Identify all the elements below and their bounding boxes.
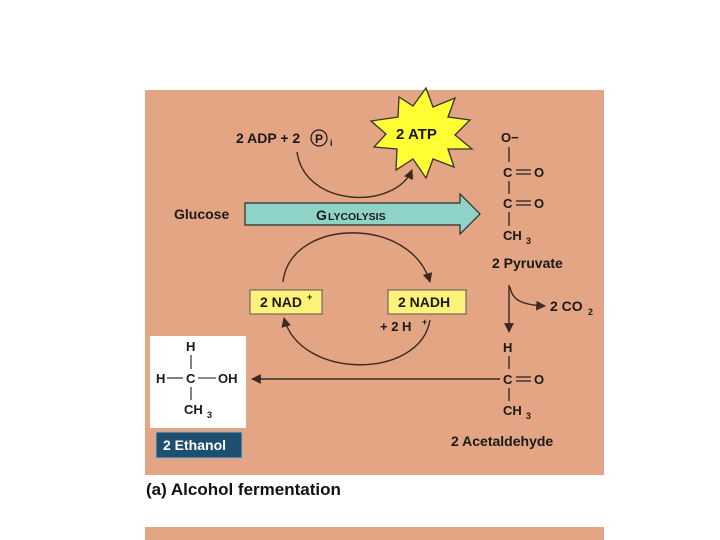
pyruvate-oxygen-1: O [534, 165, 544, 180]
pyruvate-carbon-1: C [503, 165, 513, 180]
nad-plus-superscript: + [307, 292, 312, 302]
acetaldehyde-methyl: CH [503, 403, 522, 418]
h-plus-label: + 2 H [380, 319, 411, 334]
acetaldehyde-methyl-subscript: 3 [526, 411, 531, 421]
ethanol-methyl: CH [184, 402, 203, 417]
acetaldehyde-label: 2 Acetaldehyde [451, 433, 553, 449]
acetaldehyde-hydrogen: H [503, 340, 512, 355]
nad-reduction-arrow [282, 232, 433, 283]
nad-plus-label: 2 NAD [260, 294, 302, 310]
ethanol-methyl-subscript: 3 [207, 410, 212, 420]
ethanol-label: 2 Ethanol [163, 437, 226, 453]
phosphate-circle [310, 129, 328, 147]
acetaldehyde-oxygen: O [534, 372, 544, 387]
nadh-oxidation-arrow [281, 317, 431, 366]
pyruvate-methyl: CH [503, 228, 522, 243]
atp-starburst [369, 86, 474, 180]
pyruvate-carbon-2: C [503, 196, 513, 211]
next-panel-strip [145, 527, 604, 540]
ethanol-structure-box [150, 336, 246, 428]
phosphate-symbol: P [315, 132, 323, 146]
phosphate-subscript: i [330, 138, 333, 148]
glycolysis-arrow [244, 192, 481, 236]
co2-subscript: 2 [588, 307, 593, 317]
nadh-label: 2 NADH [398, 294, 450, 310]
ethanol-hydrogen-top: H [186, 339, 195, 354]
co2-label: 2 CO [550, 298, 583, 314]
h-plus-superscript: + [422, 317, 427, 327]
glucose-label: Glucose [174, 206, 229, 222]
pyruvate-label: 2 Pyruvate [492, 255, 563, 271]
ethanol-label-box [155, 431, 243, 459]
co2-release-arrow [509, 286, 546, 311]
acetaldehyde-carbon: C [503, 372, 513, 387]
adp-label: 2 ADP + 2 [236, 130, 300, 146]
pyruvate-methyl-subscript: 3 [526, 236, 531, 246]
nadh-box [387, 289, 467, 315]
glycolysis-label-initial: G [316, 207, 327, 223]
glycolysis-label-rest: LYCOLYSIS [328, 211, 386, 223]
ethanol-hydroxyl: OH [218, 371, 238, 386]
figure-caption: (a) Alcohol fermentation [146, 480, 341, 499]
ethanol-carbon: C [186, 371, 196, 386]
nad-plus-box [249, 289, 323, 315]
pyruvate-oxygen-2: O [534, 196, 544, 211]
pyruvate-o-minus: O− [501, 130, 519, 145]
atp-label: 2 ATP [396, 126, 437, 143]
ethanol-hydrogen-left: H [156, 371, 165, 386]
adp-to-atp-arrow [296, 151, 414, 199]
